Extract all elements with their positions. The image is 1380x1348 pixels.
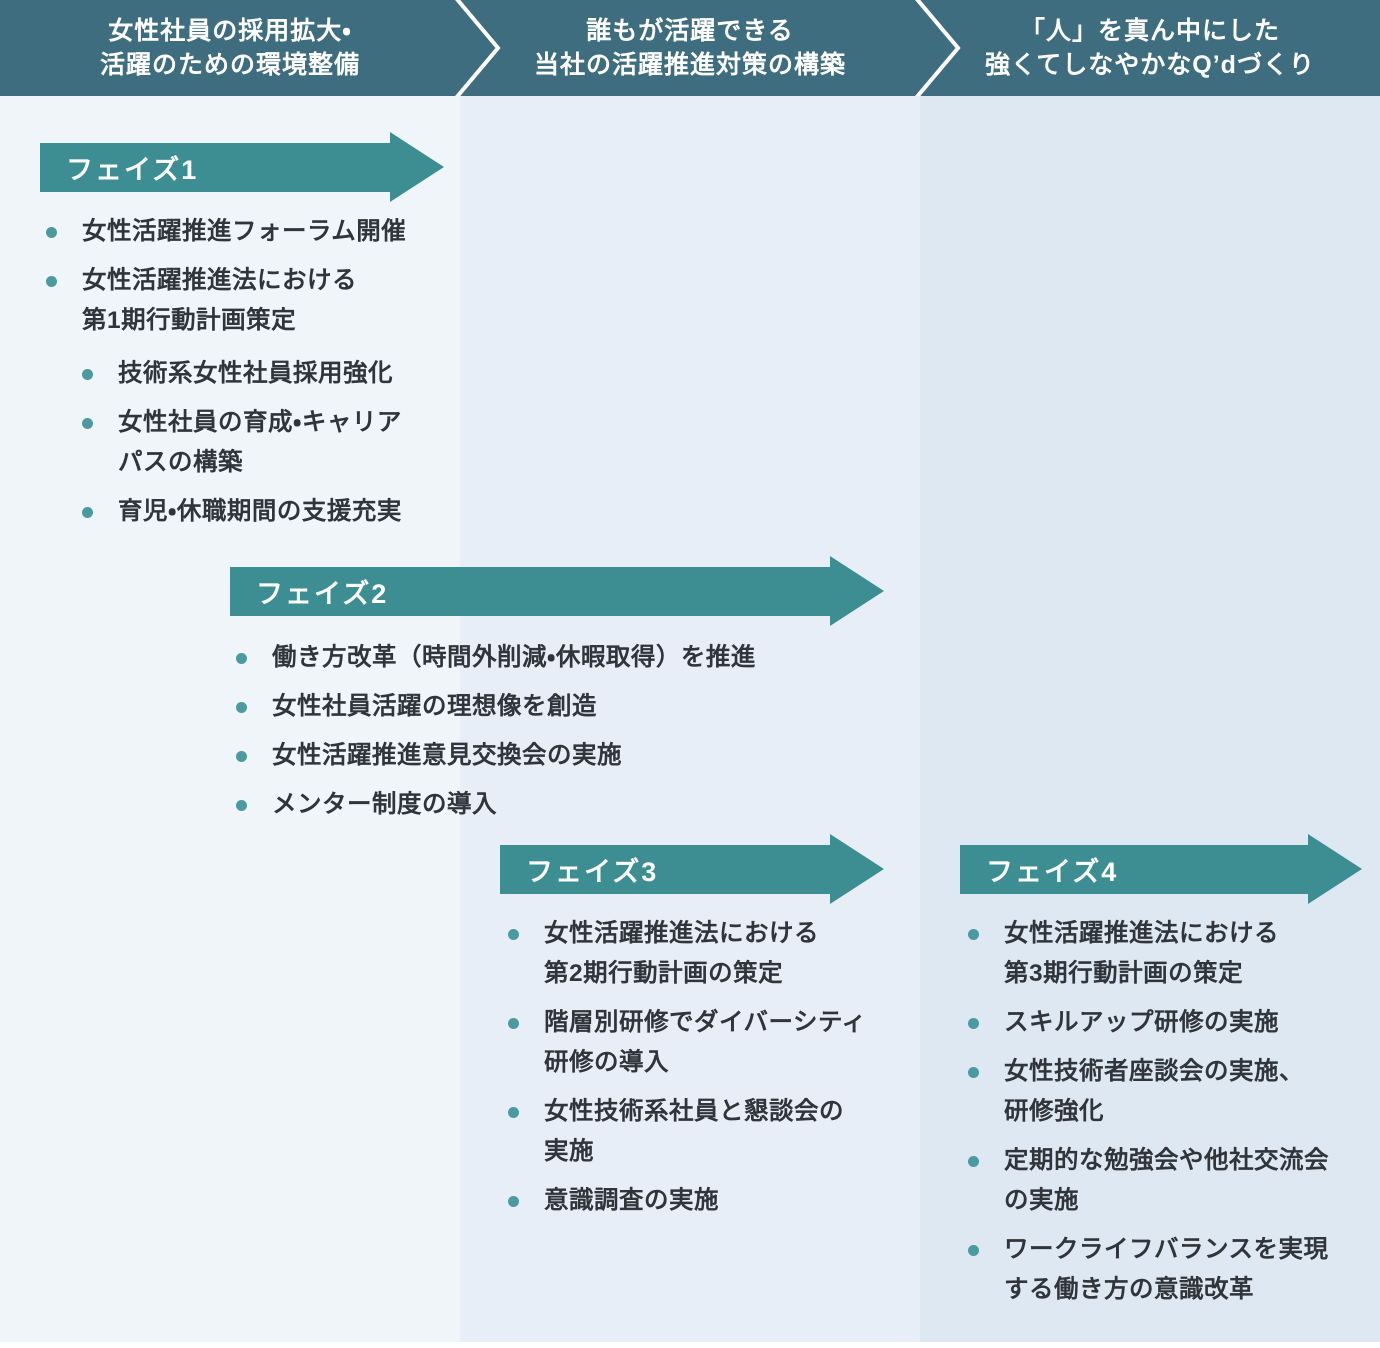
bottom-margin (0, 1342, 1380, 1348)
bullet-icon (46, 227, 57, 238)
header-step-3: 「人」を真ん中にした 強くてしなやかなQ’dづくり (920, 0, 1380, 96)
chevron-right-icon (915, 0, 961, 96)
bullet-icon (508, 1107, 519, 1118)
chevron-right-icon (455, 0, 501, 96)
bullet-icon (968, 1018, 979, 1029)
phase-1-arrow: フェイズ1 (40, 132, 444, 202)
arrow-head-icon (390, 132, 444, 202)
list-item: 意識調査の実施 (506, 1181, 906, 1221)
list-item: 定期的な勉強会や他社交流会 の実施 (966, 1141, 1366, 1221)
phase-4-list: 女性活躍推進法における 第3期行動計画の策定 スキルアップ研修の実施 女性技術者… (966, 914, 1366, 1319)
bullet-icon (968, 1067, 979, 1078)
list-item: 技術系女性社員採用強化 (80, 354, 454, 394)
arrow-head-icon (830, 556, 884, 626)
bullet-icon (236, 800, 247, 811)
phase-1-arrow-body: フェイズ1 (40, 142, 390, 192)
arrow-head-icon (830, 834, 884, 904)
phase-2-arrow-body: フェイズ2 (230, 566, 830, 616)
bullet-icon (236, 702, 247, 713)
phase-3-arrow: フェイズ3 (500, 834, 884, 904)
phase-3-list: 女性活躍推進法における 第2期行動計画の策定 階層別研修でダイバーシティ 研修の… (506, 914, 906, 1230)
list-item: ワークライフバランスを実現 する働き方の意識改革 (966, 1230, 1366, 1310)
bullet-icon (508, 1018, 519, 1029)
header-band: 女性社員の採用拡大・ 活躍のための環境整備 誰もが活躍できる 当社の活躍推進対策… (0, 0, 1380, 96)
bullet-icon (82, 507, 93, 518)
phase-2-arrow: フェイズ2 (230, 556, 884, 626)
list-item: 女性技術系社員と懇談会の 実施 (506, 1092, 906, 1172)
phase-3-label: フェイズ3 (526, 856, 659, 887)
list-item: 女性活躍推進意見交換会の実施 (234, 736, 854, 776)
column-2-background (460, 96, 920, 1342)
column-1-background (0, 96, 460, 1342)
bullet-icon (508, 1196, 519, 1207)
bullet-icon (46, 276, 57, 287)
phase-3-arrow-body: フェイズ3 (500, 844, 830, 894)
header-step-3-label: 「人」を真ん中にした 強くてしなやかなQ’dづくり (985, 17, 1315, 79)
phase-2-list: 働き方改革（時間外削減・休暇取得）を推進 女性社員活躍の理想像を創造 女性活躍推… (234, 638, 854, 834)
bullet-icon (968, 1245, 979, 1256)
bullet-icon (82, 369, 93, 380)
list-item: 女性社員の育成・キャリア パスの構築 (80, 403, 454, 483)
phase-1-label: フェイズ1 (66, 154, 199, 185)
header-step-1-label: 女性社員の採用拡大・ 活躍のための環境整備 (99, 17, 360, 79)
column-3-background (920, 96, 1380, 1342)
phase-2-label: フェイズ2 (256, 578, 389, 609)
phase-1-list: 女性活躍推進フォーラム開催 女性活躍推進法における 第1期行動計画策定 技術系女… (44, 212, 454, 541)
bullet-icon (968, 929, 979, 940)
header-step-2-label: 誰もが活躍できる 当社の活躍推進対策の構築 (533, 17, 846, 79)
list-item: メンター制度の導入 (234, 785, 854, 825)
list-item: 働き方改革（時間外削減・休暇取得）を推進 (234, 638, 854, 678)
list-item: 女性活躍推進法における 第3期行動計画の策定 (966, 914, 1366, 994)
list-item: 女性活躍推進フォーラム開催 (44, 212, 454, 252)
bullet-icon (82, 418, 93, 429)
list-item: 階層別研修でダイバーシティ 研修の導入 (506, 1003, 906, 1083)
list-item: 女性活躍推進法における 第2期行動計画の策定 (506, 914, 906, 994)
bullet-icon (968, 1156, 979, 1167)
list-item: スキルアップ研修の実施 (966, 1003, 1366, 1043)
arrow-head-icon (1308, 834, 1362, 904)
bullet-icon (508, 929, 519, 940)
bullet-icon (236, 653, 247, 664)
list-item: 女性技術者座談会の実施、 研修強化 (966, 1052, 1366, 1132)
list-item: 女性社員活躍の理想像を創造 (234, 687, 854, 727)
list-item: 女性活躍推進法における 第1期行動計画策定 (44, 261, 454, 341)
bullet-icon (236, 751, 247, 762)
phase-4-arrow: フェイズ4 (960, 834, 1362, 904)
phase-4-label: フェイズ4 (986, 856, 1119, 887)
header-step-1: 女性社員の採用拡大・ 活躍のための環境整備 (0, 0, 460, 96)
header-step-2: 誰もが活躍できる 当社の活躍推進対策の構築 (460, 0, 920, 96)
phase-4-arrow-body: フェイズ4 (960, 844, 1308, 894)
list-item: 育児・休職期間の支援充実 (80, 492, 454, 532)
